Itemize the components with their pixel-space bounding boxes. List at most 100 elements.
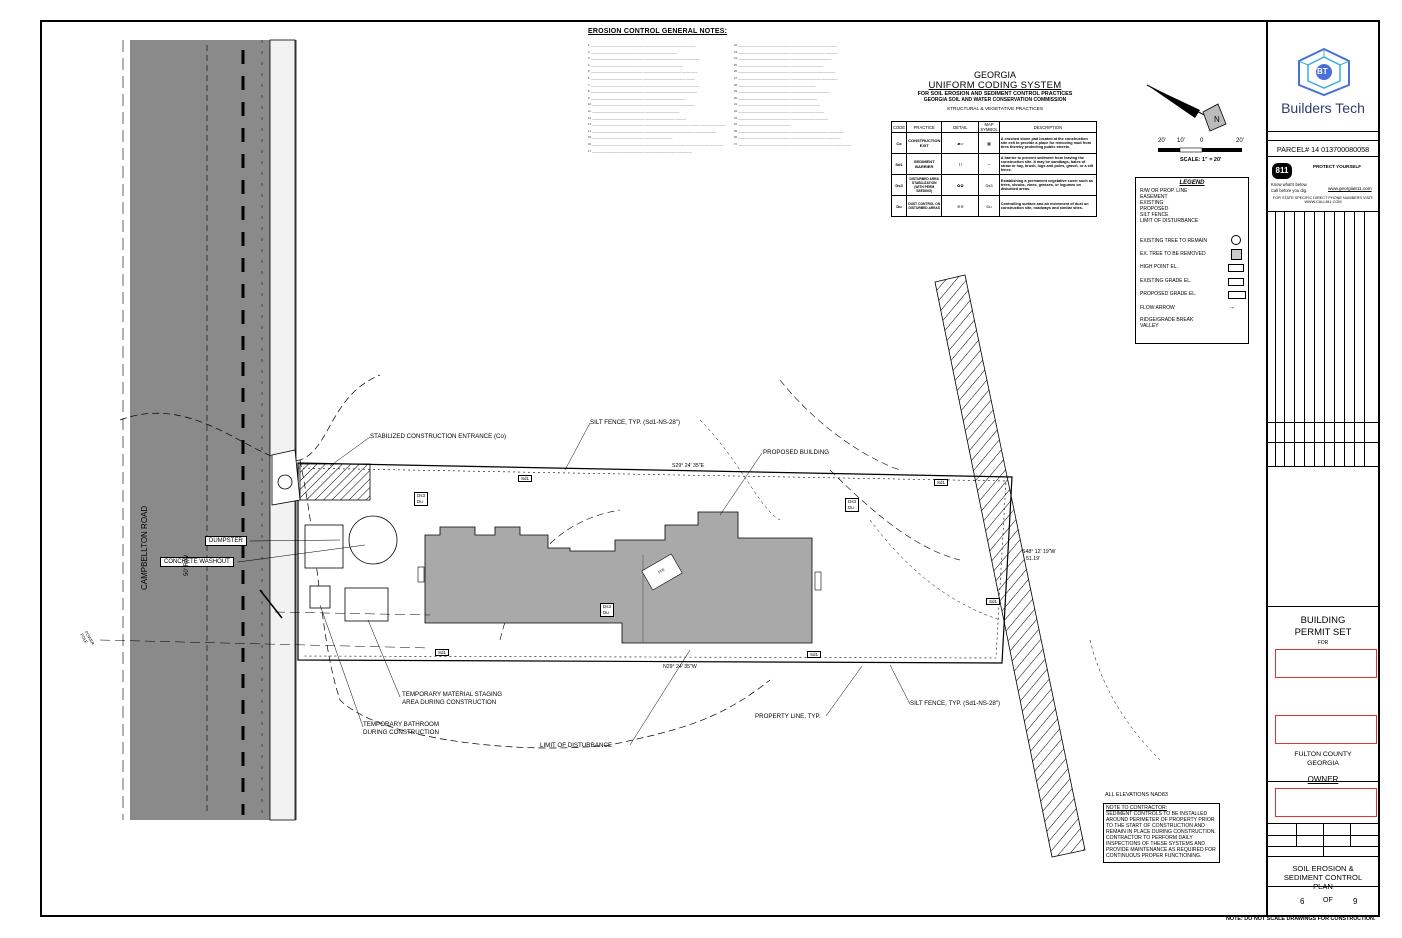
call811-direct: FOR STATE SPECIFIC DIRECT PHONE NUMBERS … — [1272, 196, 1374, 204]
legend-row: FLOW ARROW — [1140, 305, 1175, 311]
svg-text:N: N — [1214, 115, 1220, 124]
bearing-right: S48° 12' 19"W — [1022, 549, 1056, 555]
owner-label: OWNER — [1307, 775, 1339, 784]
scale-tick-0: 0 — [1200, 138, 1204, 144]
staging-text: TEMPORARY MATERIAL STAGING AREA DURING C… — [402, 691, 503, 706]
scale-tick-10: 10' — [1177, 138, 1185, 144]
detail-icon: ⌇⌇ — [941, 153, 980, 175]
code-ds3: Ds3 — [417, 493, 426, 498]
callout-stabilized-entrance: STABILIZED CONSTRUCTION ENTRANCE (Co) — [370, 433, 507, 440]
sheet-title-section: SOIL EROSION & SEDIMENT CONTROL PLAN — [1268, 857, 1378, 891]
bearing-top: S29° 24' 35"E — [672, 463, 705, 469]
contractor-title: NOTE TO CONTRACTOR: — [1106, 805, 1168, 811]
tree-remove-icon — [1231, 249, 1242, 260]
code-du: Du — [848, 505, 854, 510]
callout-proposed-building: PROPOSED BUILDING — [763, 449, 830, 456]
map-symbol-icon: ∼ — [978, 153, 1000, 175]
legend: LEGEND R/W OR PROP. LINE EASEMENT EXISTI… — [1135, 177, 1249, 344]
callout-bathroom: TEMPORARY BATHROOM DURING CONSTRUCTION — [363, 721, 453, 737]
call811-url[interactable]: www.georgia811.com — [1328, 186, 1372, 191]
code-sd1: Sd1 — [807, 651, 822, 658]
callout-silt-fence-bottom: SILT FENCE, TYP. (Sd1-NS-28") — [910, 700, 1001, 707]
description-cell: Establishing a permanent vegetative cove… — [998, 174, 1098, 196]
table-row: Sd1 SEDIMENT BARRIER ⌇⌇ ∼ A barrier to p… — [890, 153, 1098, 175]
scale-label: SCALE: 1" = 20' — [1180, 157, 1222, 163]
high-point-icon — [1228, 264, 1244, 272]
callout-property-line: PROPERTY LINE, TYP. — [755, 713, 821, 720]
call811-call: Call before you dig. — [1271, 188, 1308, 193]
legend-row: EXISTING GRADE EL. — [1140, 278, 1192, 284]
parcel-section: PARCEL# 14 013700080058 — [1268, 140, 1378, 157]
sidewalk — [269, 39, 296, 821]
bottom-note: NOTE: DO NOT SCALE DRAWINGS FOR CONSTRUC… — [1226, 916, 1376, 922]
project-name-box — [1275, 649, 1377, 678]
project-address-box — [1275, 715, 1377, 744]
practice-cell: SEDIMENT BARRIER — [906, 153, 943, 175]
site-plan-drawing: FFE N — [99, 39, 1242, 858]
code-ds3-du: Ds3 Du — [845, 498, 860, 512]
practice-cell: CONSTRUCTION EXIT — [906, 132, 943, 154]
contractor-note: NOTE TO CONTRACTOR: SEDIMENT CONTROLS TO… — [1103, 803, 1220, 863]
col-map-symbol: MAP SYMBOL — [978, 121, 1000, 133]
sheet-number-section: 6 OF 9 — [1268, 887, 1378, 913]
existing-grade-icon — [1228, 278, 1244, 286]
georgia-line2: UNIFORM CODING SYSTEM — [928, 80, 1062, 91]
description-cell: Controlling surface and air movement of … — [998, 195, 1098, 217]
code-cell: Du — [890, 195, 908, 217]
bearing-bottom: N29° 24' 35"W — [663, 664, 697, 670]
call811-heading: PROTECT YOURSELF — [1312, 164, 1362, 169]
code-ds3: Ds3 — [603, 604, 612, 609]
elevations-note: ALL ELEVATIONS NAD83 — [1105, 792, 1168, 798]
legend-row: R/W OR PROP. LINE — [1140, 188, 1188, 194]
sheet-title: SOIL EROSION & SEDIMENT CONTROL PLAN — [1283, 864, 1363, 891]
county: FULTON COUNTY — [1294, 751, 1352, 758]
drawn-by-section — [1268, 824, 1378, 857]
notes-right-column: 22. ____________________________________… — [734, 44, 851, 146]
georgia-line5: STRUCTURAL & VEGETATIVE PRACTICES — [946, 107, 1044, 112]
col-detail: DETAIL — [941, 121, 980, 133]
coding-table: CODE PRACTICE DETAIL MAP SYMBOL DESCRIPT… — [890, 121, 1098, 217]
sheet-of: OF — [1323, 897, 1333, 904]
permit-for: FOR — [1317, 640, 1329, 646]
code-cell: Sd1 — [890, 153, 908, 175]
code-ds3: Ds3 — [848, 499, 857, 504]
description-cell: A crushed stone pad located at the const… — [998, 132, 1098, 154]
builders-tech-logo-icon — [1298, 47, 1350, 97]
legend-row: RIDGE/GRADE BREAK VALLEY — [1140, 317, 1194, 329]
legend-title: LEGEND — [1179, 180, 1205, 186]
practice-cell: DUST CONTROL ON DISTURBED AREAS — [906, 195, 943, 217]
owner-section: OWNER — [1268, 772, 1378, 824]
georgia-coding-header: GEORGIA UNIFORM CODING SYSTEM FOR SOIL E… — [890, 70, 1100, 112]
code-sd1: Sd1 — [518, 475, 533, 482]
map-symbol-icon: Du — [978, 195, 1000, 217]
table-row: Ds3 DISTURBED AREA STABILIZATION (WITH P… — [890, 174, 1098, 196]
detail-icon: ▰▱ — [941, 132, 980, 154]
table-row: Du DUST CONTROL ON DISTURBED AREAS ≋≋ Du… — [890, 195, 1098, 217]
call811-logo-icon: 811 — [1272, 163, 1292, 179]
bathroom — [309, 585, 331, 609]
company-name: Builders Tech — [1281, 100, 1365, 116]
legend-row: PROPOSED — [1140, 206, 1169, 212]
detail-icon: ≋≋ — [941, 195, 980, 217]
detail-icon: ✿✿ — [941, 174, 980, 196]
code-ds3-du: Ds3 Du — [600, 603, 615, 617]
road-width: 50' R/W — [184, 554, 190, 576]
road-name: CAMPBELLTON ROAD — [140, 505, 149, 590]
legend-row: SILT FENCE — [1140, 212, 1169, 218]
permit-section: BUILDING PERMIT SET FOR FULTON COUNTY GE… — [1268, 607, 1378, 782]
concrete-washout — [348, 515, 398, 565]
call811-section: 811 PROTECT YOURSELF Know what's below. … — [1268, 158, 1378, 212]
code-cell: Co — [890, 132, 908, 154]
callout-concrete-washout: CONCRETE WASHOUT — [160, 557, 234, 567]
proposed-grade-icon — [1228, 291, 1246, 299]
col-description: DESCRIPTION — [998, 121, 1098, 133]
legend-row: HIGH POINT EL. — [1140, 264, 1178, 270]
bathroom-text: TEMPORARY BATHROOM DURING CONSTRUCTION — [363, 721, 439, 736]
legend-row: EXISTING — [1140, 200, 1164, 206]
svg-text:FFE: FFE — [658, 567, 666, 574]
proposed-building — [424, 511, 813, 644]
contractor-body: SEDIMENT CONTROLS TO BE INSTALLED AROUND… — [1106, 811, 1216, 859]
sheet-number: 6 — [1300, 897, 1305, 906]
code-sd1: Sd1 — [934, 479, 949, 486]
revision-block — [1268, 212, 1378, 467]
